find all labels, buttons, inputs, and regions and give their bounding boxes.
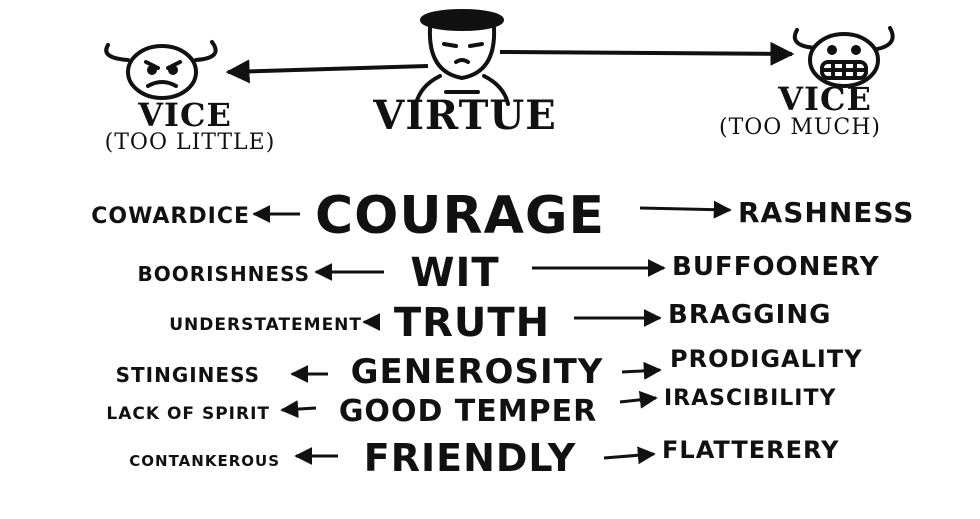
header-arrow-right (499, 41, 795, 66)
virtue-heading: VIRTUE (373, 92, 557, 139)
deficiency-label: BOORISHNESS (137, 262, 310, 286)
excess-label: BUFFOONERY (672, 252, 880, 282)
row-arrow (639, 200, 732, 219)
vice-right-subheading: (TOO MUCH) (719, 115, 881, 140)
header-arrow-left (225, 59, 429, 84)
vice-right-heading: VICE (778, 80, 872, 118)
row-arrow (619, 390, 658, 409)
row-arrow (621, 361, 662, 380)
row-arrow (280, 400, 317, 419)
angry-bull-icon (104, 40, 218, 100)
excess-label: FLATTERERY (662, 436, 840, 464)
deficiency-label: UNDERSTATEMENT (169, 315, 362, 335)
excess-label: PRODIGALITY (670, 345, 863, 373)
deficiency-label: LACK OF SPIRIT (106, 404, 270, 424)
excess-label: BRAGGING (668, 300, 832, 330)
virtue-label: TRUTH (393, 300, 551, 346)
virtue-label: FRIENDLY (363, 436, 577, 480)
vice-left-heading: VICE (138, 96, 232, 134)
row-arrow (603, 446, 656, 465)
virtue-label: GENEROSITY (350, 352, 604, 392)
virtue-label: WIT (410, 250, 500, 296)
grinning-bull-icon (792, 26, 895, 88)
excess-label: IRASCIBILITY (664, 386, 837, 411)
virtue-label: GOOD TEMPER (338, 394, 598, 429)
monk-figure-icon (414, 9, 510, 106)
vice-left-subheading: (TOO LITTLE) (104, 130, 276, 155)
virtue-label: COURAGE (314, 186, 606, 246)
deficiency-label: STINGINESS (115, 363, 260, 387)
deficiency-label: COWARDICE (91, 204, 250, 229)
excess-label: RASHNESS (738, 196, 915, 229)
deficiency-label: CONTANKEROUS (129, 452, 280, 470)
